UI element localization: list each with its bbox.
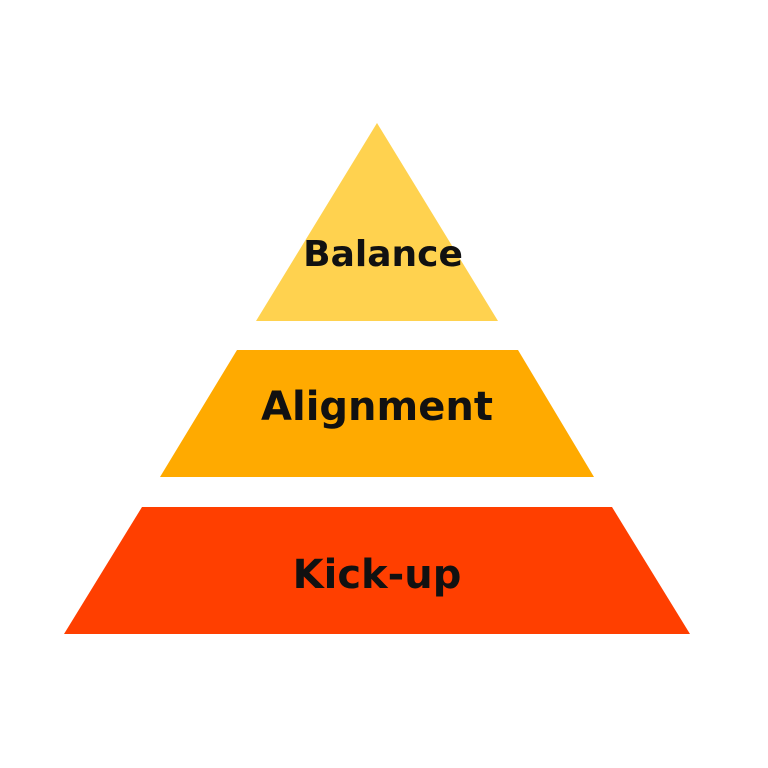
tier-kickup-label: Kick-up	[293, 552, 462, 598]
tier-alignment-shape	[160, 350, 594, 477]
tier-balance-label: Balance	[303, 234, 463, 275]
tier-alignment-label: Alignment	[261, 384, 493, 430]
tier-balance-shape	[256, 123, 498, 321]
tier-kickup-shape	[64, 507, 690, 634]
